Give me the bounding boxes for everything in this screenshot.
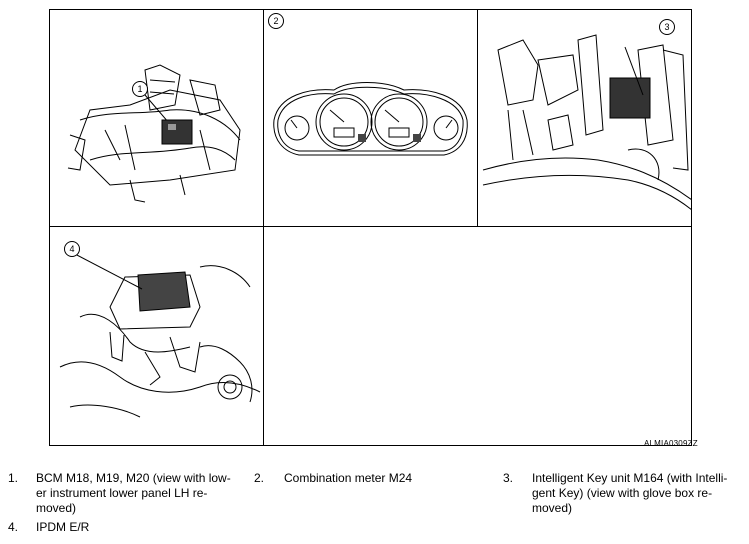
callout-3: 3 xyxy=(659,19,675,35)
panel-combination-meter-view: 2 xyxy=(263,9,478,227)
legend-number: 1. xyxy=(8,471,19,485)
legend-number: 4. xyxy=(8,520,19,534)
legend-text-line: moved) xyxy=(532,501,573,515)
legend-text-line: moved) xyxy=(36,501,77,515)
legend-text-line: IPDM E/R xyxy=(36,520,90,534)
panel-intelligent-key-unit-view: 3 xyxy=(477,9,692,227)
legend-number: 2. xyxy=(254,471,265,485)
legend-text-line: er instrument lower panel LH re- xyxy=(36,486,208,500)
combination-meter-illustration xyxy=(273,82,468,156)
legend-text-line: BCM M18, M19, M20 (view with low- xyxy=(36,471,231,485)
legend-text-line: Combination meter M24 xyxy=(284,471,413,485)
callout-1: 1 xyxy=(132,81,148,97)
bcm-illustration xyxy=(67,64,241,203)
figure-code: ALMIA0309ZZ xyxy=(644,439,698,448)
callout-2: 2 xyxy=(268,13,284,29)
legend-text-line: gent Key) (view with glove box re- xyxy=(532,486,713,500)
legend-text-line: Intelligent Key unit M164 (with Intelli- xyxy=(532,471,728,485)
intelligent-key-unit-illustration xyxy=(482,34,691,210)
legend-number: 3. xyxy=(503,471,514,485)
panel-ipdm-er-view: 4 xyxy=(49,226,264,446)
panel-bcm-view: 1 xyxy=(49,9,264,227)
callout-4: 4 xyxy=(64,241,80,257)
ipdm-er-illustration xyxy=(59,253,261,418)
